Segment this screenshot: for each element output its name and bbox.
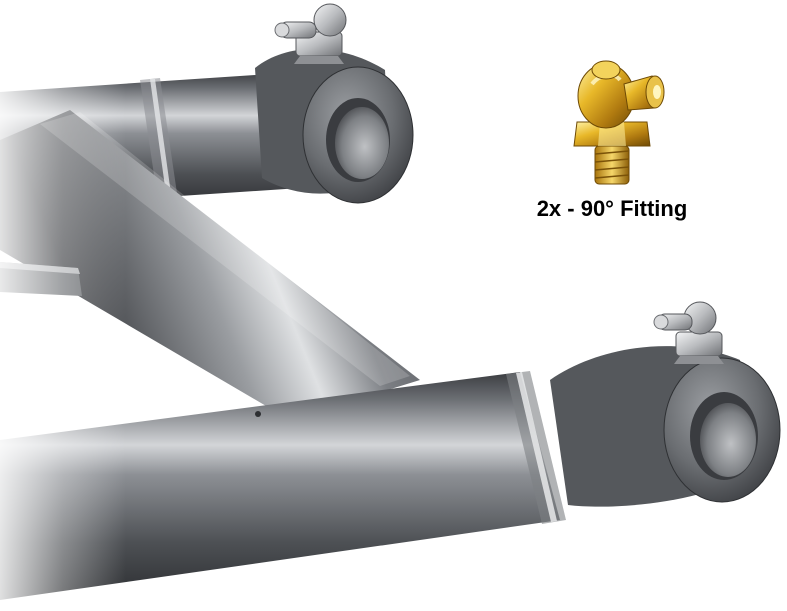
brass-90-fitting	[573, 60, 665, 185]
lower-eye-housing	[550, 346, 781, 507]
fitting-callout-label: 2x - 90° Fitting	[536, 196, 688, 221]
lower-tube	[0, 371, 566, 600]
upper-eye-housing	[255, 49, 414, 204]
